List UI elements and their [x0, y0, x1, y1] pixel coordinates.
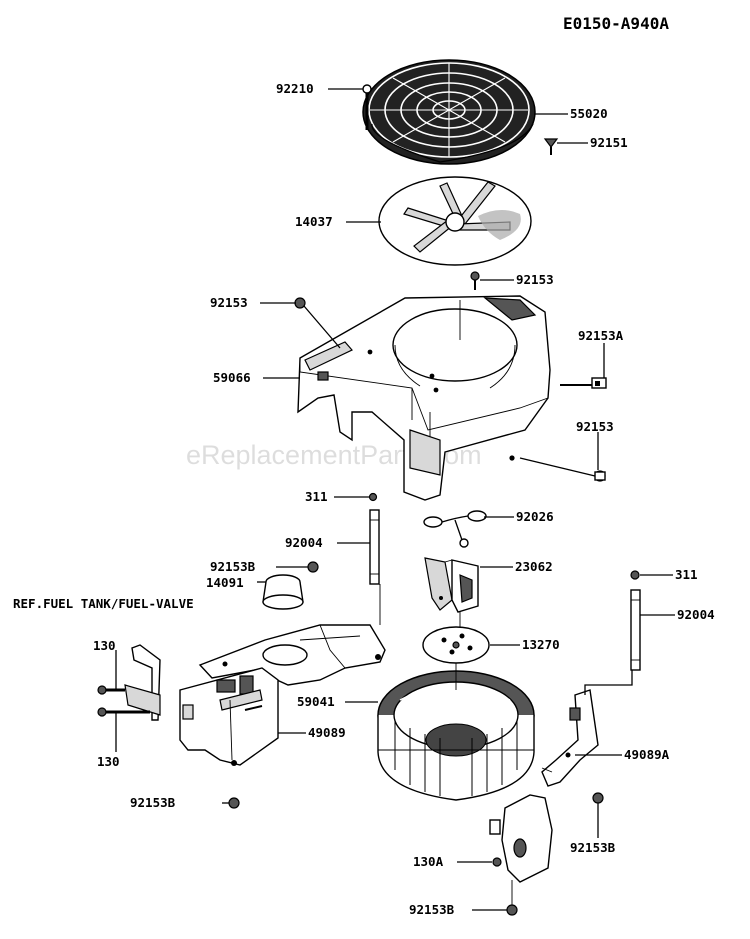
callout-92153-top: 92153 — [516, 272, 554, 287]
callout-130-top: 130 — [93, 638, 116, 653]
harness-92026[interactable] — [423, 510, 487, 548]
screw-92153B-right[interactable] — [592, 792, 604, 804]
callout-92210: 92210 — [276, 81, 314, 96]
callout-23062: 23062 — [515, 559, 553, 574]
shroud-59066[interactable] — [297, 295, 551, 501]
cover-49089A[interactable] — [541, 689, 599, 787]
screw-92151[interactable] — [543, 138, 559, 155]
callout-92153B-right: 92153B — [570, 840, 616, 855]
nut-311-left[interactable] — [368, 492, 378, 502]
callout-92153A: 92153A — [578, 328, 624, 343]
callout-14037: 14037 — [295, 214, 333, 229]
bolt-130-top[interactable] — [97, 685, 125, 695]
reference-fuel-tank-valve: REF.FUEL TANK/FUEL-VALVE — [13, 596, 194, 611]
callout-92026: 92026 — [516, 509, 554, 524]
callout-92004-right: 92004 — [677, 607, 715, 622]
screw-92153-left[interactable] — [294, 297, 306, 309]
lower-shield[interactable] — [489, 794, 553, 883]
callout-92153B-mid: 92153B — [210, 559, 256, 574]
bolt-130A[interactable] — [492, 857, 502, 867]
callout-92004-left: 92004 — [285, 535, 323, 550]
callout-130-bottom: 130 — [97, 754, 120, 769]
fan-screen-55020[interactable] — [362, 59, 536, 165]
diagram-code: E0150-A940A — [563, 14, 669, 33]
callout-59041: 59041 — [297, 694, 335, 709]
stud-92004-left[interactable] — [369, 509, 380, 585]
magnet-plate-13270[interactable] — [422, 626, 490, 664]
callout-311-right: 311 — [675, 567, 698, 582]
screw-92153-top[interactable] — [470, 271, 480, 290]
callout-92153-left: 92153 — [210, 295, 248, 310]
callout-92153-right: 92153 — [576, 419, 614, 434]
bracket-fuel-valve[interactable] — [124, 644, 161, 721]
callout-49089: 49089 — [308, 725, 346, 740]
callout-92151: 92151 — [590, 135, 628, 150]
screw-92210[interactable] — [362, 84, 372, 130]
bolt-130-bottom[interactable] — [97, 707, 150, 717]
screw-92153B-left[interactable] — [228, 797, 240, 809]
callout-92153B-left: 92153B — [130, 795, 176, 810]
baffle-plate[interactable] — [198, 624, 386, 686]
callout-13270: 13270 — [522, 637, 560, 652]
ignition-coil-23062[interactable] — [424, 557, 479, 613]
screw-92153B-bottom[interactable] — [506, 880, 518, 916]
callout-49089A: 49089A — [624, 747, 670, 762]
bolt-92153A[interactable] — [560, 377, 607, 389]
cover-49089[interactable] — [179, 667, 279, 766]
screw-92153-right[interactable] — [594, 470, 606, 482]
callout-130A: 130A — [413, 854, 444, 869]
callout-14091: 14091 — [206, 575, 244, 590]
plate-14037[interactable] — [378, 176, 532, 266]
callout-92153B-bottom: 92153B — [409, 902, 455, 917]
stud-92004-right[interactable] — [630, 589, 641, 671]
callout-311-left: 311 — [305, 489, 328, 504]
flywheel-fan-59041[interactable] — [377, 670, 535, 801]
nut-311-right[interactable] — [630, 570, 640, 580]
cup-14091[interactable] — [262, 574, 304, 610]
screw-92153B-mid[interactable] — [307, 561, 319, 573]
callout-59066: 59066 — [213, 370, 251, 385]
leader-lines — [115, 88, 675, 911]
callout-55020: 55020 — [570, 106, 608, 121]
